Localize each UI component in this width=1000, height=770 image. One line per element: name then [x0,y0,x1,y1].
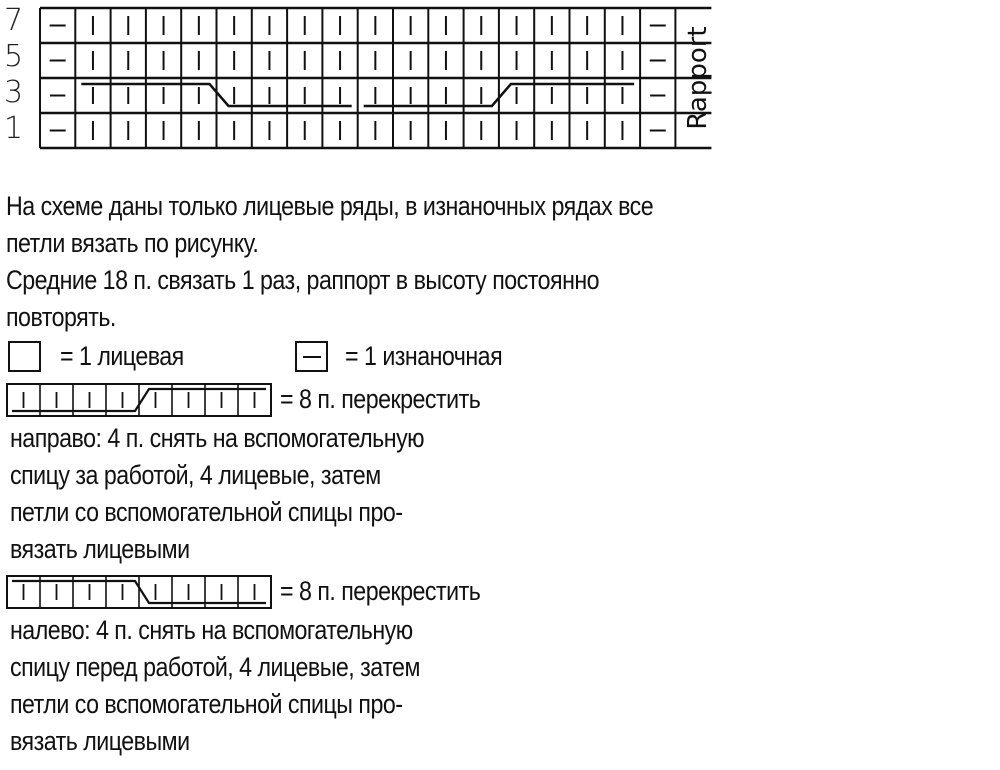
cable-left-desc-2: спицу перед работой, 4 лицевые, затем [10,652,420,682]
note-line-4: повторять. [6,302,116,332]
cable-left-desc-3: петли со вспомогательной спицы про- [10,689,403,719]
rapport-label: Rapport [680,18,716,138]
chart-grid [39,6,712,150]
purl-symbol-icon [295,341,328,372]
note-line-2: петли вязать по рисунку. [6,228,259,258]
cable-right-desc-2: спицу за работой, 4 лицевые, затем [10,460,381,490]
purl-legend-label: = 1 изнаночная [345,341,503,371]
row-label-5: 5 [4,39,24,74]
cable-left-desc-1: налево: 4 п. снять на вспомогательную [10,615,413,645]
cable-right-symbol-icon [6,383,272,417]
cable-right-label: = 8 п. перекрестить [280,384,481,414]
knitting-chart: 7 5 3 1 Rapport [0,0,740,160]
cable-left-desc-4: вязать лицевыми [10,726,190,756]
cable-right-desc-4: вязать лицевыми [10,534,190,564]
cable-left-symbol-icon [6,575,272,609]
knit-symbol-icon [8,341,41,372]
rapport-text: Rapport [683,26,713,130]
row-label-1: 1 [4,111,24,146]
cable-right-desc-3: петли со вспомогательной спицы про- [10,497,403,527]
cable-right-desc-1: направо: 4 п. снять на вспомогательную [10,423,425,453]
cable-left-label: = 8 п. перекрестить [280,576,481,606]
note-line-3: Средние 18 п. связать 1 раз, раппорт в в… [6,265,600,295]
note-line-1: На схеме даны только лицевые ряды, в изн… [6,191,654,221]
knit-legend-label: = 1 лицевая [60,341,184,371]
row-label-7: 7 [4,3,24,38]
row-label-3: 3 [4,75,24,110]
